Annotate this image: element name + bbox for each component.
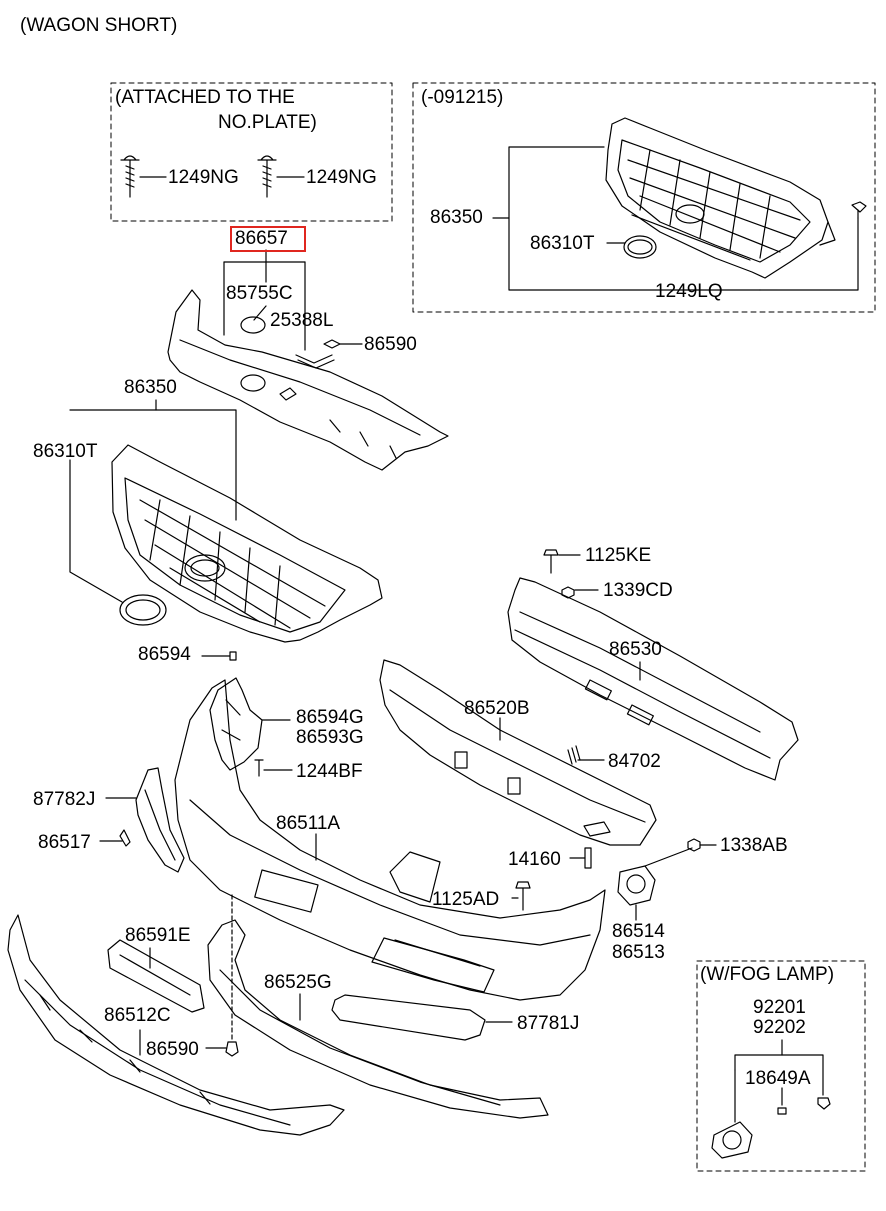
kia-emblem-86310T [119, 594, 167, 626]
fog-lamp-inset [711, 1039, 831, 1159]
fog-lamp-heading: (W/FOG LAMP) [700, 964, 835, 985]
leader-86657 [223, 249, 306, 351]
part-label-86525G[interactable]: 86525G [264, 972, 332, 993]
fog-bracket-86514 [617, 847, 693, 921]
grille-inset-drawing [605, 117, 836, 279]
lower-lip-86525G [207, 894, 549, 1119]
part-label-86530[interactable]: 86530 [609, 639, 662, 660]
part-label-84702[interactable]: 84702 [608, 751, 661, 772]
nut-1338AB [687, 838, 717, 852]
part-label-85755C[interactable]: 85755C [226, 283, 293, 304]
lower-grille-86512C [7, 914, 345, 1136]
part-label-86517[interactable]: 86517 [38, 832, 91, 853]
part-label-1125AD[interactable]: 1125AD [432, 889, 500, 910]
clip-86590-top [323, 339, 363, 349]
part-label-86594[interactable]: 86594 [138, 644, 191, 665]
part-label-92201[interactable]: 92201 [753, 997, 806, 1018]
part-label-14160[interactable]: 14160 [508, 849, 561, 870]
part-label-86590-top[interactable]: 86590 [364, 334, 417, 355]
part-label-25388L[interactable]: 25388L [270, 310, 334, 331]
clip-86594 [201, 651, 237, 661]
part-label-86350-inset[interactable]: 86350 [430, 207, 483, 228]
license-bracket-86591E [107, 939, 205, 1013]
clip-86590 [205, 1041, 239, 1057]
kia-emblem-inset [623, 235, 657, 259]
attached-plate-box [110, 82, 393, 222]
bracket-86594G [209, 677, 263, 771]
energy-absorber-86520B [379, 659, 657, 846]
bolt-1125AD [511, 881, 531, 911]
nut-1339CD [561, 586, 599, 599]
part-label-18649A[interactable]: 18649A [745, 1068, 811, 1089]
part-label-86590[interactable]: 86590 [146, 1039, 199, 1060]
part-label-86511A[interactable]: 86511A [276, 813, 341, 834]
part-label-86512C[interactable]: 86512C [104, 1005, 171, 1026]
clip-86517 [99, 829, 131, 847]
part-label-1244BF[interactable]: 1244BF [296, 761, 363, 782]
leader-86350 [69, 399, 237, 603]
part-label-1249LQ[interactable]: 1249LQ [655, 281, 723, 302]
bumper-beam-86530 [507, 577, 799, 781]
part-label-87781J[interactable]: 87781J [517, 1013, 580, 1034]
clip-84702 [567, 745, 605, 765]
date-range-box [412, 82, 876, 313]
part-label-86593G[interactable]: 86593G [296, 727, 364, 748]
part-label-87782J[interactable]: 87782J [33, 789, 96, 810]
bumper-cover-86511A [174, 679, 606, 1001]
part-label-1339CD[interactable]: 1339CD [603, 580, 673, 601]
highlight-86657-box [230, 226, 306, 252]
part-label-1338AB[interactable]: 1338AB [720, 835, 788, 856]
date-range-heading: (-091215) [421, 87, 504, 108]
fog-lamp-box [696, 960, 866, 1172]
part-label-86591E[interactable]: 86591E [125, 925, 191, 946]
grille-86350 [111, 444, 383, 643]
part-label-86520B[interactable]: 86520B [464, 698, 530, 719]
part-label-86514[interactable]: 86514 [612, 921, 665, 942]
side-marker-87782J [105, 767, 185, 873]
part-label-1125KE[interactable]: 1125KE [585, 545, 652, 566]
part-label-1249NG-left[interactable]: 1249NG [168, 167, 239, 188]
bolt-1125KE [543, 549, 581, 574]
part-label-86310T[interactable]: 86310T [33, 441, 98, 462]
part-label-86513[interactable]: 86513 [612, 942, 665, 963]
bolt-1249LQ-inset [851, 201, 867, 219]
part-label-86350[interactable]: 86350 [124, 377, 177, 398]
bolt-1244BF [254, 759, 293, 777]
inset-leader-lines [492, 146, 859, 291]
pin-14160 [569, 847, 592, 869]
screw-1249NG-right [257, 155, 305, 198]
attached-plate-heading-line2: NO.PLATE) [218, 112, 317, 133]
part-label-92202[interactable]: 92202 [753, 1017, 806, 1038]
part-label-86657[interactable]: 86657 [235, 228, 288, 249]
part-label-86594G[interactable]: 86594G [296, 707, 364, 728]
part-label-1249NG-right[interactable]: 1249NG [306, 167, 377, 188]
diagram-title: (WAGON SHORT) [20, 15, 178, 36]
part-label-86310T-inset[interactable]: 86310T [530, 233, 595, 254]
attached-plate-heading-line1: (ATTACHED TO THE [115, 87, 295, 108]
reflector-87781J [331, 994, 513, 1041]
upper-cover-86657 [167, 289, 449, 471]
screw-1249NG-left [120, 155, 167, 198]
